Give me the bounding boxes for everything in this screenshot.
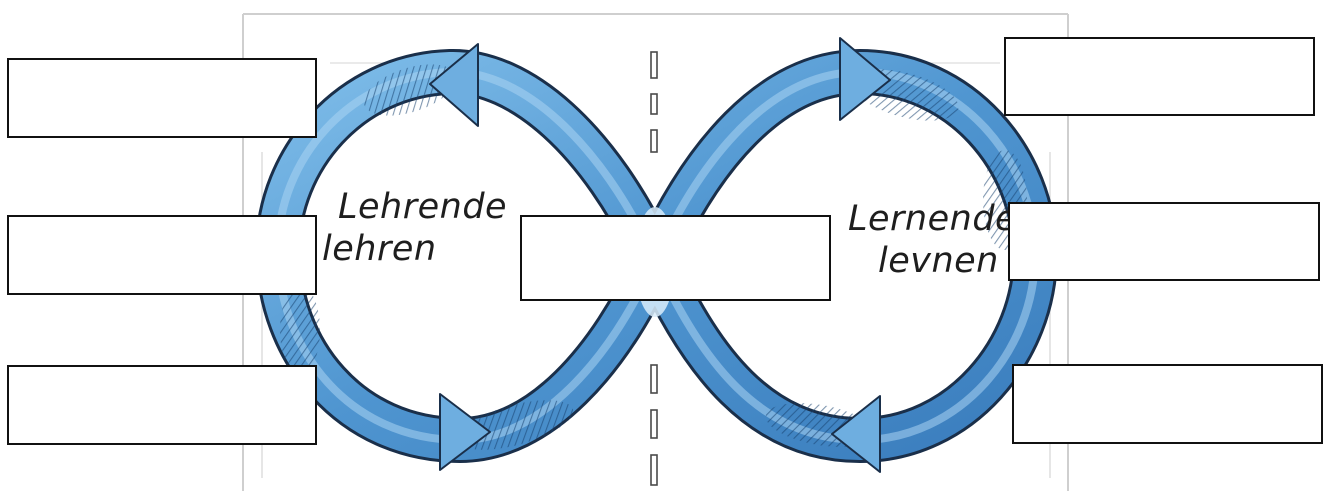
right-loop-label-line1: Lernende [848, 199, 1017, 239]
left-loop-label: Lehrende lehren [322, 187, 507, 269]
label-box-left-top[interactable] [7, 58, 317, 138]
label-box-center[interactable] [520, 215, 831, 301]
right-loop-label: Lernende levnen [848, 199, 1017, 281]
left-loop-label-line1: Lehrende [338, 187, 507, 227]
label-box-right-bottom[interactable] [1012, 364, 1323, 444]
left-loop-label-line2: lehren [322, 229, 437, 269]
label-box-right-top[interactable] [1004, 37, 1315, 116]
right-loop-label-line2: levnen [878, 241, 999, 281]
label-box-left-bottom[interactable] [7, 365, 317, 445]
label-box-right-middle[interactable] [1008, 202, 1320, 281]
label-box-left-middle[interactable] [7, 215, 317, 295]
